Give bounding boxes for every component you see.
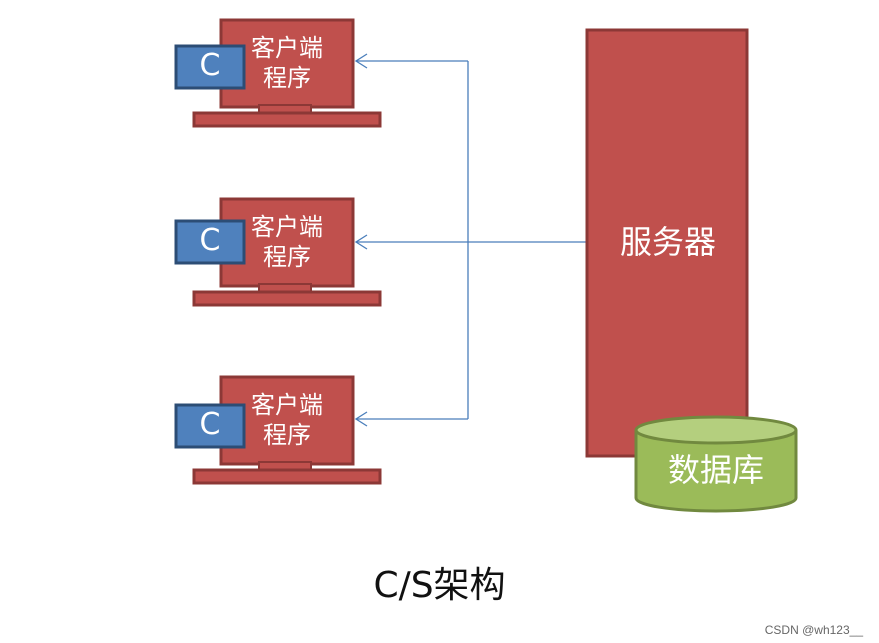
client-3-label: 客户端 程序 [221,390,353,450]
keyboard-base [192,290,382,307]
server-box [585,28,749,458]
c-badge-box [174,403,246,449]
client-3-label-line2: 程序 [263,421,311,449]
diagram-caption: C/S架构 [373,565,506,606]
client-computer-1 [174,18,382,128]
client-2-label-line2: 程序 [263,243,311,271]
client-3-badge: C [199,407,221,442]
watermark: CSDN @wh123__ [764,623,863,637]
database-top [634,415,798,445]
arrowhead-2 [354,234,368,250]
client-2-label-line1: 客户端 [251,213,323,241]
client-computer-3 [174,375,382,485]
arrowhead-3 [354,411,368,427]
keyboard-base [192,468,382,485]
client-1-label-line1: 客户端 [251,34,323,62]
client-1-label: 客户端 程序 [221,33,353,93]
client-1-label-line2: 程序 [263,64,311,92]
keyboard-base [192,111,382,128]
server-label: 服务器 [619,223,716,261]
client-2-label: 客户端 程序 [221,212,353,272]
c-badge-box [174,219,246,265]
client-3-label-line1: 客户端 [251,391,323,419]
c-badge-box [174,44,246,90]
database-label: 数据库 [667,451,764,489]
client-1-badge: C [199,48,221,83]
client-2-badge: C [199,223,221,258]
database-cylinder [634,415,798,513]
client-computer-2 [174,197,382,307]
connector-lines [354,53,587,427]
database-body [634,430,798,513]
arrowhead-1 [354,53,368,69]
